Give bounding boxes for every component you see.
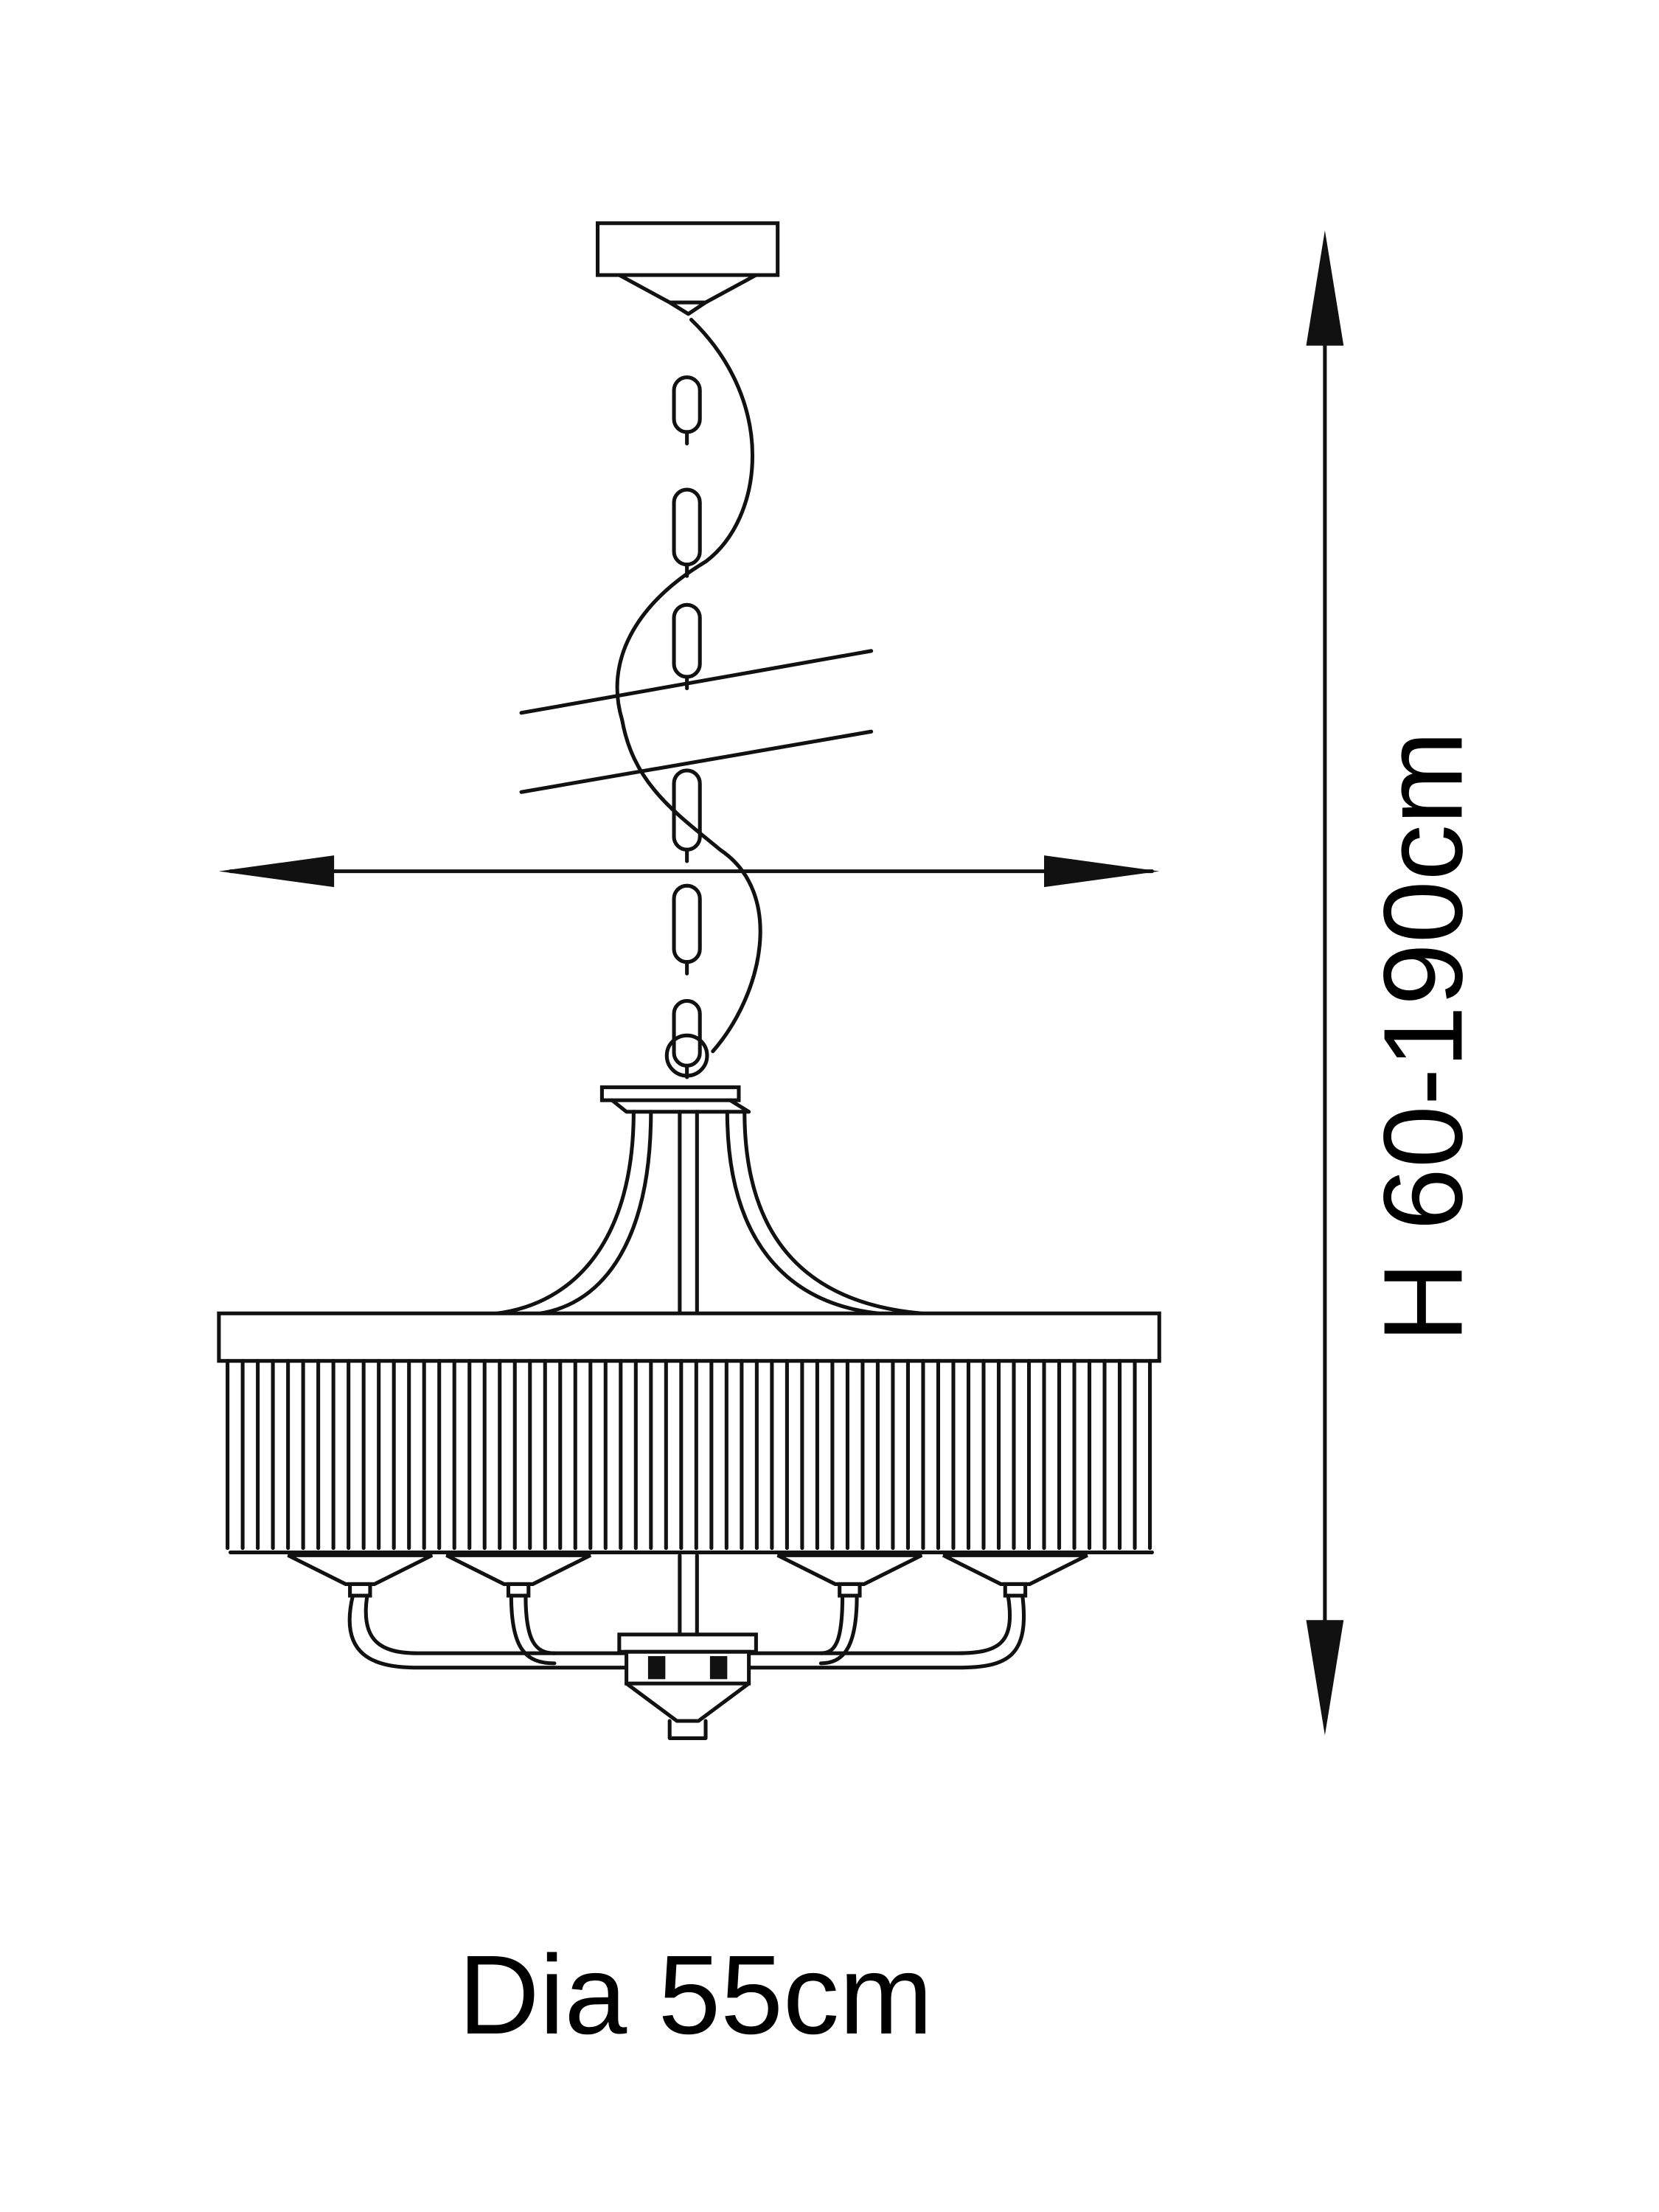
diameter-label: Dia 55cm <box>459 1933 933 2058</box>
upper-frame <box>495 1033 924 1315</box>
chain-link <box>672 602 702 679</box>
candle-cup <box>776 1553 923 1586</box>
candle-cup <box>445 1553 591 1586</box>
cup-stem <box>1003 1582 1028 1598</box>
length-break-lines <box>519 649 874 794</box>
cup-stem <box>506 1582 531 1598</box>
power-cable <box>615 318 762 1054</box>
ceiling-canopy <box>596 221 780 316</box>
chain-link <box>672 375 702 434</box>
height-label: H 60-190cm <box>1360 731 1486 1343</box>
suspension-chain <box>672 375 702 1079</box>
height-dimension-arrow <box>1306 230 1344 1736</box>
chain-link <box>672 487 702 567</box>
cup-stem <box>838 1582 862 1598</box>
lower-frame <box>287 1553 1088 1740</box>
crystal-drum <box>217 1311 1161 1555</box>
candle-cup <box>942 1553 1088 1586</box>
chain-link <box>672 768 702 852</box>
cup-stem <box>348 1582 372 1598</box>
chain-link <box>672 883 702 964</box>
candle-cup <box>287 1553 434 1586</box>
chain-link <box>672 998 702 1068</box>
diameter-dimension-arrow <box>218 855 1160 888</box>
